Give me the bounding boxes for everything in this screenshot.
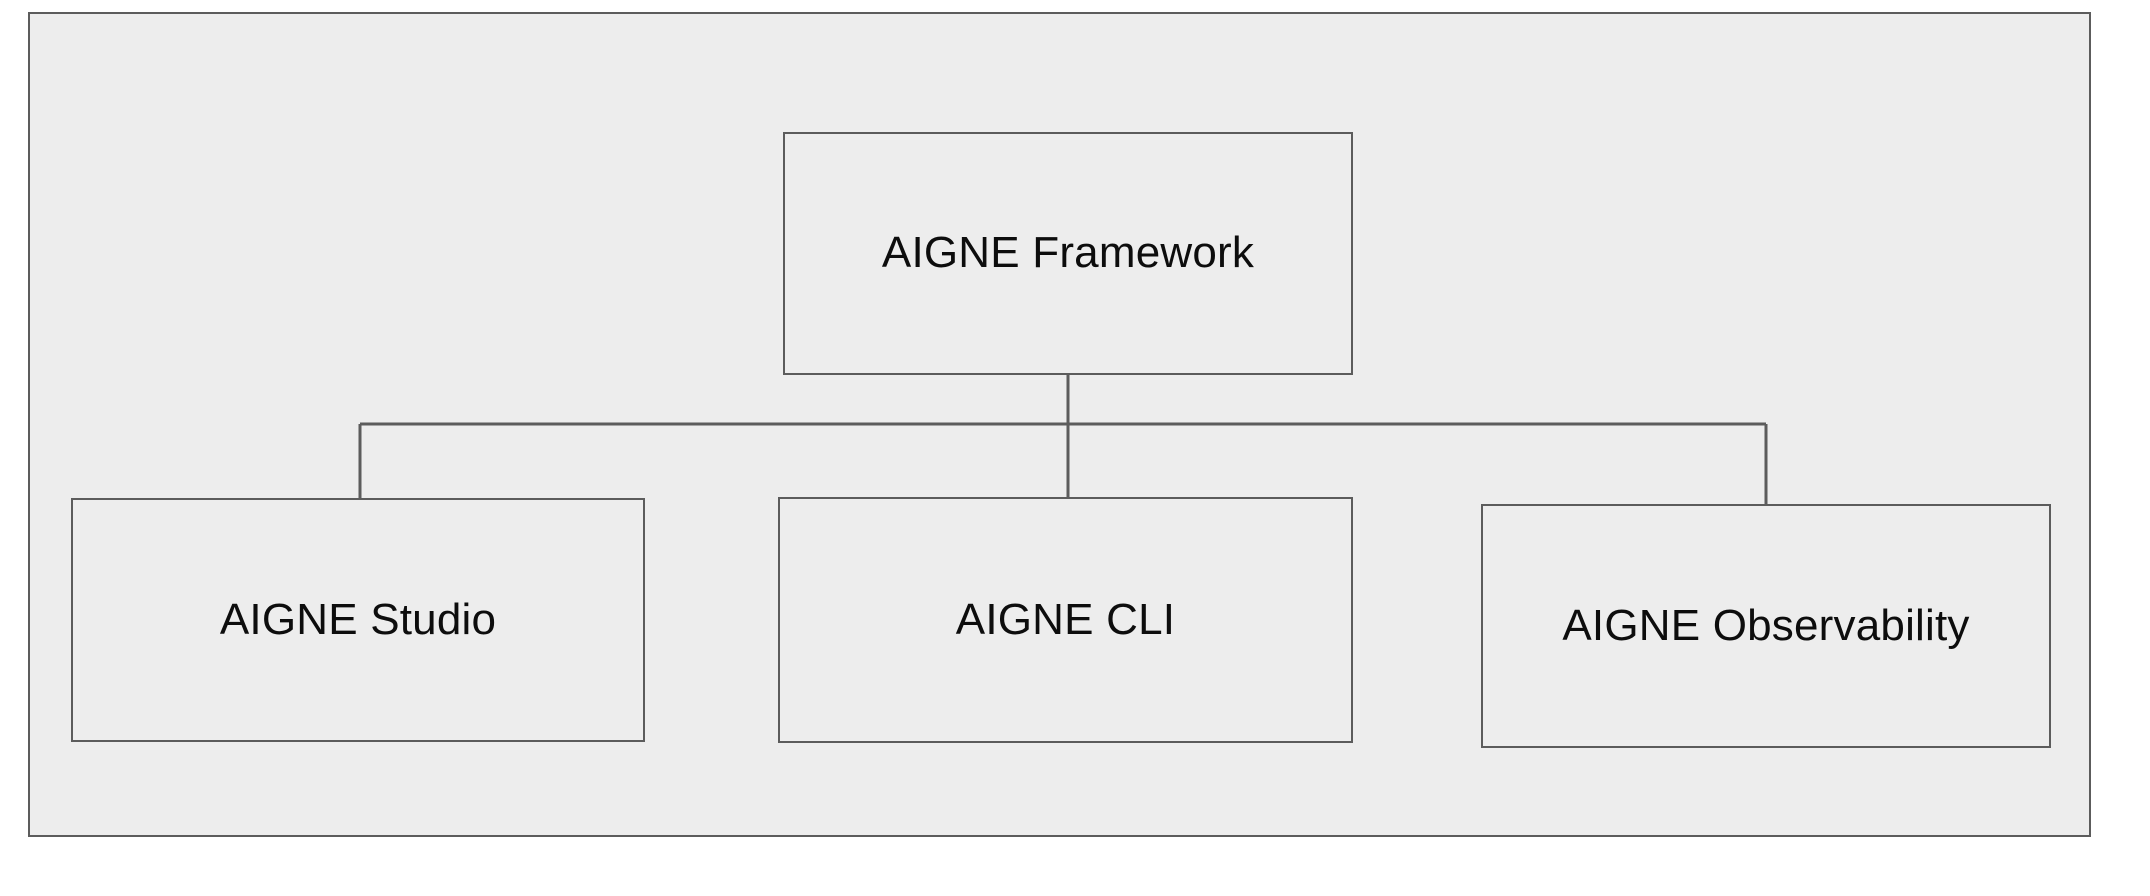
node-aigne-studio[interactable]: AIGNE Studio <box>71 498 645 742</box>
node-aigne-cli[interactable]: AIGNE CLI <box>778 497 1353 743</box>
node-label-aigne-observability: AIGNE Observability <box>1562 600 1970 650</box>
node-label-aigne-cli: AIGNE CLI <box>955 594 1176 644</box>
node-label-aigne-framework: AIGNE Framework <box>881 228 1255 278</box>
node-label-aigne-studio: AIGNE Studio <box>219 594 497 644</box>
node-aigne-framework[interactable]: AIGNE Framework <box>783 132 1353 375</box>
node-aigne-observability[interactable]: AIGNE Observability <box>1481 504 2051 748</box>
